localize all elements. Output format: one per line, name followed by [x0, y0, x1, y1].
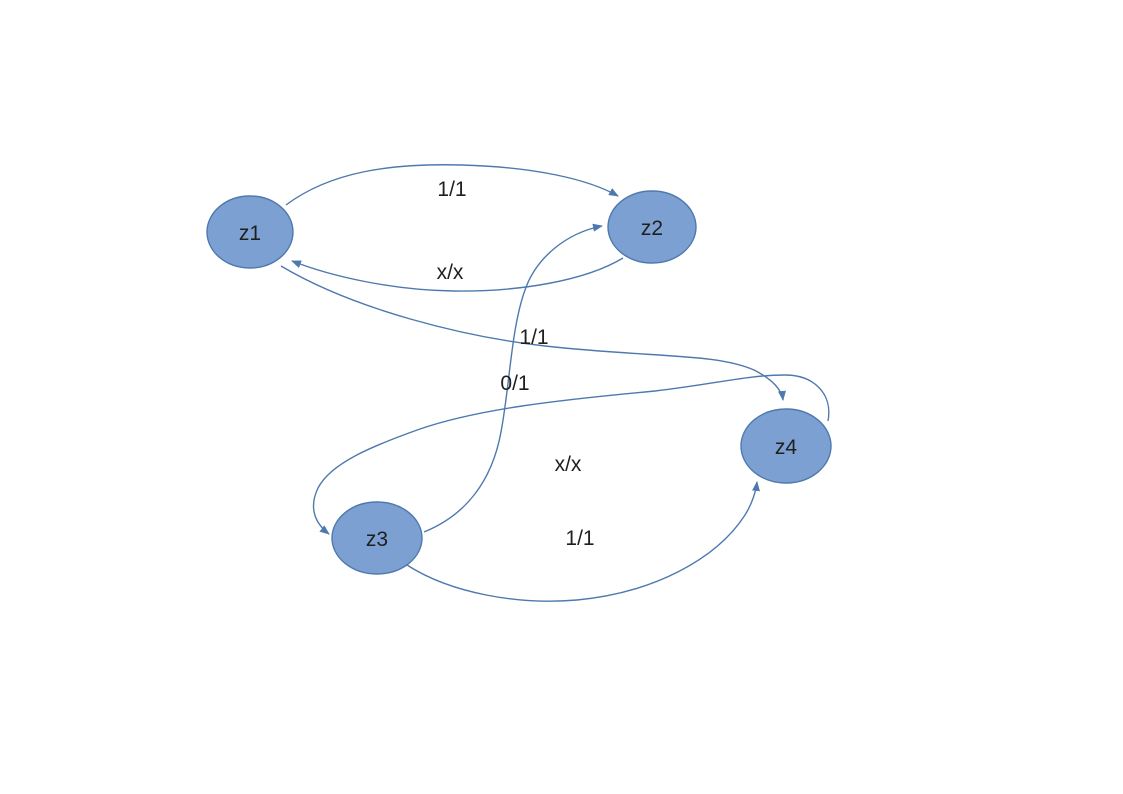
edge-label-group: 1/1 x/x 1/1 0/1 x/x 1/1	[437, 178, 595, 550]
edge-label-z2-z1: x/x	[437, 261, 464, 284]
state-node-z3[interactable]: z3	[331, 501, 423, 575]
state-ellipse-z2[interactable]	[607, 190, 697, 264]
edge-z1-z4[interactable]	[280, 265, 786, 401]
edge-label-z1-z2: 1/1	[437, 178, 466, 201]
edge-z3-z2[interactable]	[423, 223, 603, 533]
edge-z1-z2[interactable]	[285, 164, 619, 206]
edge-group	[280, 164, 830, 602]
state-label-z2: z2	[641, 217, 663, 240]
edge-label-z3-z4: 1/1	[565, 527, 594, 550]
state-label-z3: z3	[366, 528, 388, 551]
node-group: z1 z2 z3 z4	[206, 190, 832, 575]
state-node-z2[interactable]: z2	[607, 190, 697, 264]
state-label-z4: z4	[775, 436, 798, 459]
edge-z3-z4[interactable]	[406, 481, 760, 602]
state-ellipse-z4[interactable]	[740, 408, 832, 484]
edge-z2-z1[interactable]	[291, 257, 624, 292]
edge-label-z3-z2: 0/1	[500, 372, 529, 395]
state-ellipse-z3[interactable]	[331, 501, 423, 575]
state-node-z4[interactable]: z4	[740, 408, 832, 484]
state-label-z1: z1	[239, 222, 261, 245]
state-ellipse-z1[interactable]	[206, 195, 294, 269]
edge-label-z1-z4: 1/1	[519, 326, 548, 349]
state-node-z1[interactable]: z1	[206, 195, 294, 269]
edge-z4-z3[interactable]	[312, 374, 830, 535]
edge-label-z4-z3: x/x	[555, 453, 582, 476]
